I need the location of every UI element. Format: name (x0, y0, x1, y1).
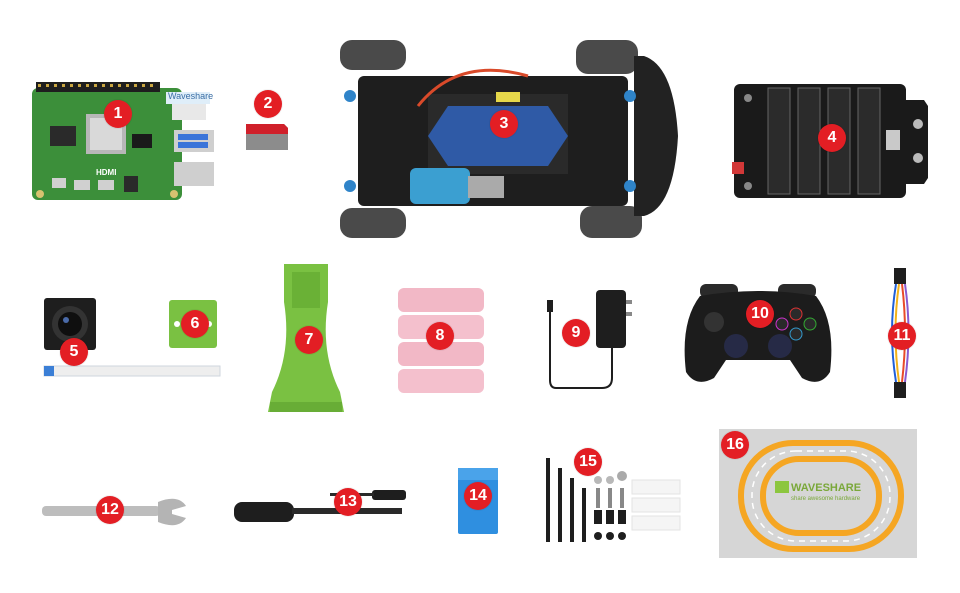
item-number-badge: 2 (254, 90, 282, 118)
camera-illustration (43, 298, 221, 377)
raspberry-pi-illustration (32, 82, 214, 200)
item-number-badge: 3 (490, 110, 518, 138)
adhesive-tape: 14 (456, 466, 500, 536)
screwdrivers: 13 (232, 484, 412, 532)
car-chassis: 3 (318, 36, 698, 242)
track-map-mat: WAVESHARE share awesome hardware 16 (719, 429, 917, 558)
camera-adapter-plate: 6 (167, 298, 219, 350)
gamepad-illustration (684, 284, 832, 382)
item-number-badge: 12 (96, 496, 124, 524)
item-number-badge: 1 (104, 100, 132, 128)
item-number-badge: 14 (464, 482, 492, 510)
screws-illustration (546, 458, 681, 542)
wrench: 12 (38, 492, 188, 532)
wireless-gamepad: 10 (680, 282, 836, 388)
item-number-badge: 11 (888, 322, 916, 350)
battery-pack: 8 (396, 286, 486, 394)
item-number-badge: 15 (574, 448, 602, 476)
item-number-badge: 10 (746, 300, 774, 328)
chassis-illustration (340, 40, 678, 238)
raspberry-pi-board: Waveshare HDMI 1 (32, 82, 217, 204)
board-hdmi-label: HDMI (96, 168, 117, 177)
item-number-badge: 8 (426, 322, 454, 350)
screwdrivers-illustration (234, 490, 406, 522)
item-number-badge: 6 (181, 310, 209, 338)
item-number-badge: 5 (60, 338, 88, 366)
power-adapter-illustration (547, 290, 632, 389)
microsd-illustration (246, 124, 288, 150)
item-number-badge: 7 (295, 326, 323, 354)
item-number-badge: 13 (334, 488, 362, 516)
battery-holder-board: 4 (728, 82, 932, 206)
map-brand: WAVESHARE (791, 482, 862, 494)
map-tagline: share awesome hardware (791, 496, 861, 502)
microsd-card (244, 120, 290, 152)
item-number-badge: 16 (721, 431, 749, 459)
track-illustration (738, 440, 904, 552)
power-adapter: 9 (546, 286, 636, 392)
camera-module: 5 (38, 294, 228, 386)
green-mounting-bracket: 7 (264, 262, 348, 414)
item-number-badge: 9 (562, 319, 590, 347)
screws-and-standoffs: 15 (540, 448, 684, 546)
board-brand-label: Waveshare (168, 91, 214, 101)
item-number-badge: 4 (818, 124, 846, 152)
jumper-wire: 11 (886, 266, 916, 400)
